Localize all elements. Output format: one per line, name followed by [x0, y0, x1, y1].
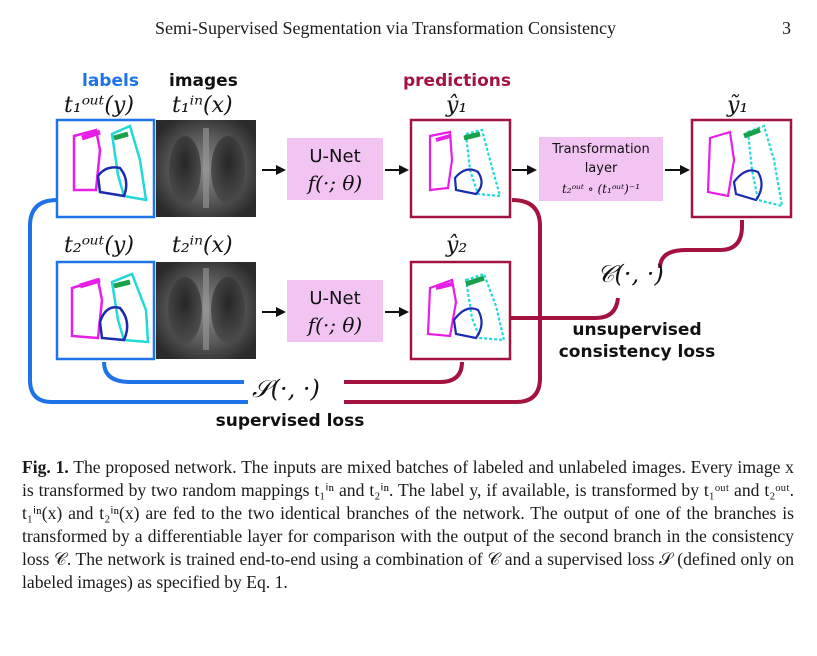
prediction-2	[409, 260, 512, 361]
supervised-loop-pred2	[344, 361, 464, 384]
unsupervised-label-1: unsupervised	[572, 320, 701, 340]
xray-image-2	[156, 262, 256, 359]
unet-2-title: U-Net	[309, 288, 360, 309]
running-title: Semi-Supervised Segmentation via Transfo…	[155, 18, 616, 38]
caption-lead: Fig. 1.	[22, 457, 69, 477]
transformation-layer: Transformation layer t₂ᵒᵘᵗ ∘ (t₁ᵒᵘᵗ)⁻¹	[539, 137, 663, 201]
t1-in-x-label: t₁ⁱⁿ(x)	[172, 93, 233, 118]
unet-block-2: U-Net f(·; θ)	[287, 280, 383, 342]
transformed-prediction	[690, 118, 793, 219]
transform-line2: layer	[585, 161, 618, 176]
unsupervised-label-2: consistency loss	[559, 342, 716, 362]
y-hat-2-label: ŷ₂	[445, 233, 467, 258]
unet-2-function: f(·; θ)	[306, 313, 363, 337]
page-number: 3	[782, 18, 791, 38]
t2-out-y-label: t₂ᵒᵘᵗ(y)	[64, 233, 134, 258]
label-mask-1	[55, 118, 156, 219]
consistency-link-high	[658, 220, 744, 269]
consistency-link-low	[510, 297, 620, 320]
transform-line1: Transformation	[551, 142, 650, 157]
label-mask-2	[55, 260, 156, 361]
caption-line-4: identical branches of the network. The o…	[22, 503, 794, 546]
unet-block-1: U-Net f(·; θ)	[287, 138, 383, 200]
transform-formula: t₂ᵒᵘᵗ ∘ (t₁ᵒᵘᵗ)⁻¹	[562, 182, 640, 196]
unet-1-function: f(·; θ)	[306, 171, 363, 195]
predictions-heading: predictions	[403, 71, 511, 91]
caption-line-7: supervised loss 𝒮 (defined only on label…	[22, 549, 794, 592]
prediction-1	[409, 118, 512, 219]
unet-1-title: U-Net	[309, 146, 360, 167]
caption-line-2: images. Every image x is transformed by …	[22, 457, 794, 500]
caption-line-1: The proposed network. The inputs are mix…	[73, 457, 627, 477]
caption-line-5: by a differentiable layer for comparison…	[112, 526, 707, 546]
supervised-loop-inner	[102, 361, 244, 384]
t2-in-x-label: t₂ⁱⁿ(x)	[172, 233, 233, 258]
network-figure: labels images predictions t₁ᵒᵘᵗ(y) t₁ⁱⁿ(…	[28, 71, 793, 431]
labels-heading: labels	[82, 71, 139, 91]
page-header: Semi-Supervised Segmentation via Transfo…	[0, 18, 817, 42]
xray-image-1	[156, 120, 256, 217]
y-tilde-1-label: ỹ₁	[726, 93, 748, 118]
supervised-loop-outer	[28, 198, 248, 404]
images-heading: images	[169, 71, 238, 91]
supervised-symbol: 𝒮(·, ·)	[252, 375, 320, 403]
supervised-loss-label: supervised loss	[216, 411, 365, 431]
consistency-symbol: 𝒞(·, ·)	[597, 260, 664, 288]
t1-out-y-label: t₁ᵒᵘᵗ(y)	[64, 93, 134, 118]
caption-line-6: consistency loss 𝒞. The network is train…	[22, 526, 794, 569]
caption-line-3: y, if available, is transformed by t₁ᵒᵘᵗ…	[22, 480, 794, 523]
supervised-loop-pred1	[344, 198, 542, 404]
y-hat-1-label: ŷ₁	[445, 93, 467, 118]
figure-caption: Fig. 1. The proposed network. The inputs…	[22, 456, 794, 594]
